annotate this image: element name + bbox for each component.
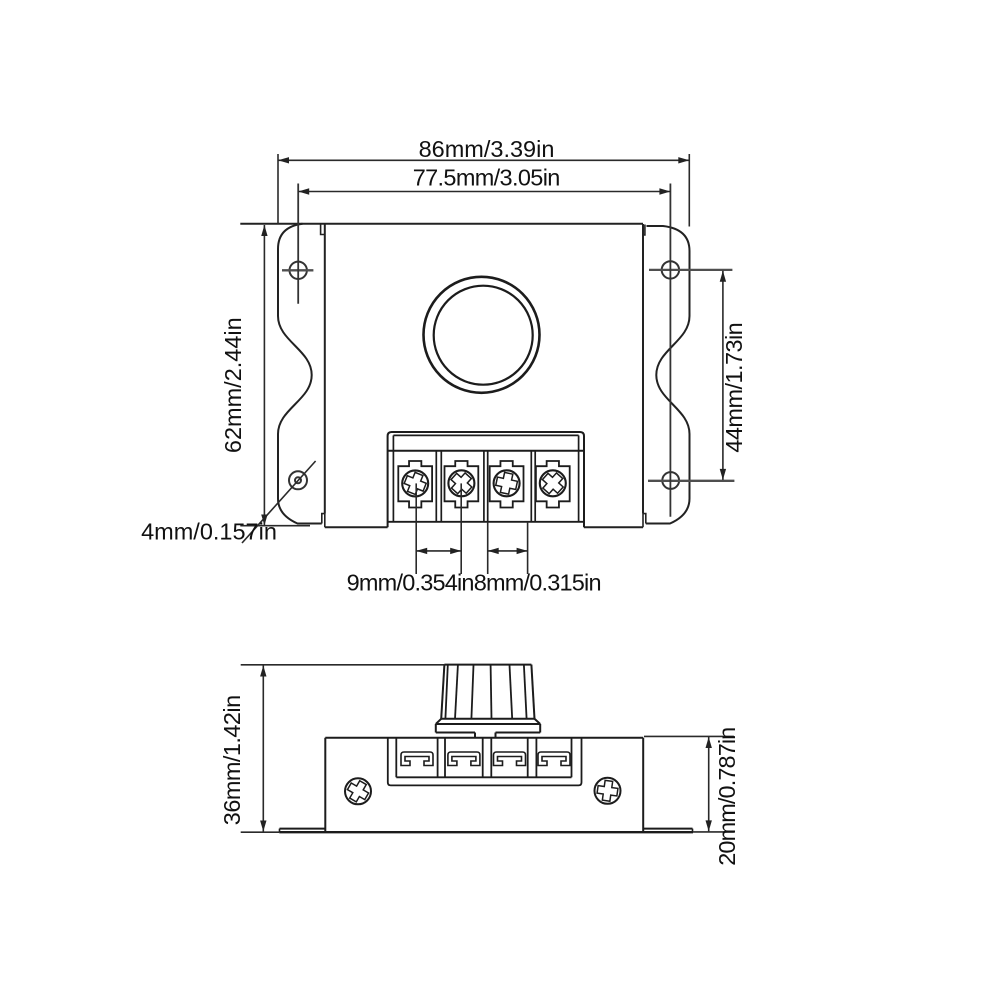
- svg-text:44mm/1.73in: 44mm/1.73in: [721, 323, 747, 453]
- svg-text:62mm/2.44in: 62mm/2.44in: [220, 317, 246, 453]
- svg-text:86mm/3.39in: 86mm/3.39in: [419, 136, 555, 162]
- svg-text:9mm/0.354in8mm/0.315in: 9mm/0.354in8mm/0.315in: [347, 570, 601, 596]
- svg-text:36mm/1.42in: 36mm/1.42in: [219, 695, 245, 825]
- svg-text:20mm/0.787in: 20mm/0.787in: [714, 728, 740, 866]
- svg-text:4mm/0.157in: 4mm/0.157in: [141, 519, 277, 545]
- svg-text:77.5mm/3.05in: 77.5mm/3.05in: [413, 165, 560, 191]
